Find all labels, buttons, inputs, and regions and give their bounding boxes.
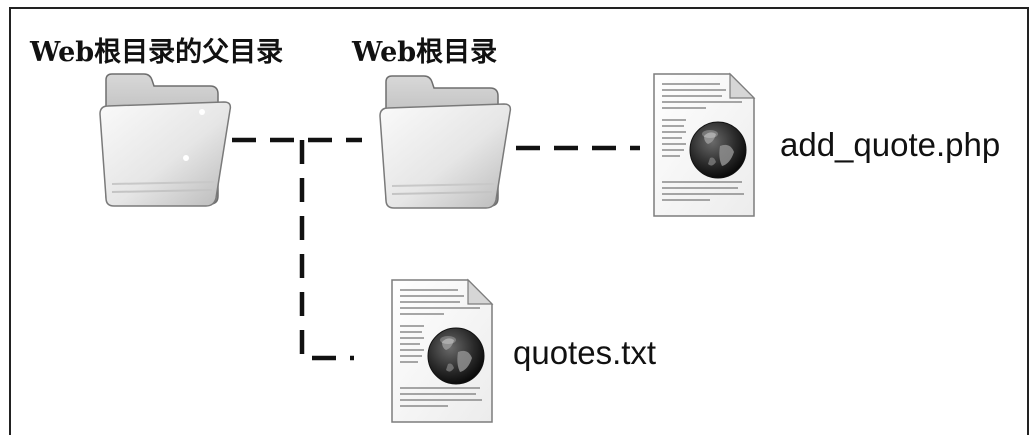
parent-folder-label: Web根目录的父目录 — [30, 37, 284, 68]
diagram-frame — [9, 7, 1029, 435]
connector-lines — [232, 137, 640, 361]
web-document-icon — [391, 279, 493, 423]
web-document-icon — [653, 73, 755, 217]
folder-icon — [99, 73, 232, 207]
quotes-file-label: quotes.txt — [513, 334, 657, 371]
folder-icon — [379, 75, 512, 209]
add-quote-file-label: add_quote.php — [780, 126, 1001, 163]
web-root-folder-label: Web根目录 — [352, 37, 498, 68]
